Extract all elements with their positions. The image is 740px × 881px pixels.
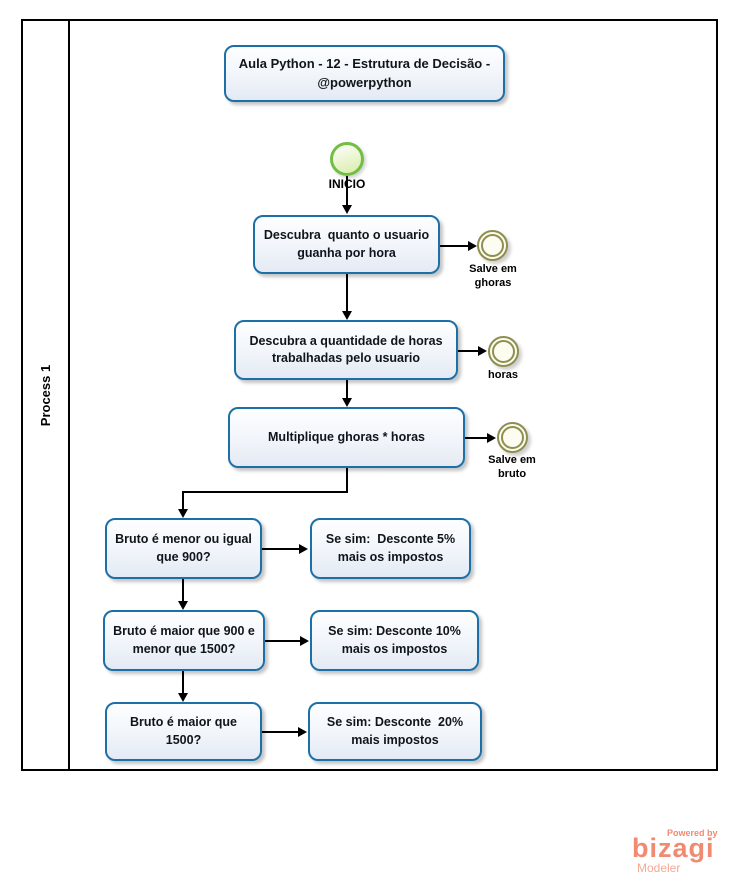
connector [346,380,348,399]
title-annotation: Aula Python - 12 - Estrutura de Decisão … [224,45,505,102]
event-label-save-ghoras: Salve em ghoras [469,263,517,290]
connector [182,491,184,510]
event-inner-ring [501,426,524,449]
connector [346,176,348,207]
bizagi-logo: bizagi [632,833,715,863]
arrowhead-icon [487,433,496,443]
connector [458,350,479,352]
title-annotation-label: Aula Python - 12 - Estrutura de Decisão … [238,56,494,90]
action-desconto-20: Se sim: Desconte 20% mais impostos [308,702,482,761]
task-discover-hours-worked: Descubra a quantidade de horas trabalhad… [234,320,458,380]
task-label: Descubra a quantidade de horas trabalhad… [249,333,447,366]
connector [182,491,347,493]
event-label-horas: horas [488,369,518,381]
arrowhead-icon [178,601,188,610]
connector [262,731,299,733]
event-inner-ring [492,340,515,363]
connector [182,671,184,694]
arrowhead-icon [342,205,352,214]
arrowhead-icon [300,636,309,646]
task-discover-hourly-wage: Descubra quanto o usuario guanha por hor… [253,215,440,274]
action-label: Se sim: Desconte 10% mais os impostos [328,624,465,656]
arrowhead-icon [299,544,308,554]
lane-header: Process 1 [21,19,70,771]
intermediate-event-icon [488,336,519,367]
decision-label: Bruto é maior que 1500? [130,715,241,747]
arrowhead-icon [342,398,352,407]
task-label: Multiplique ghoras * horas [268,429,425,444]
event-inner-ring [481,234,504,257]
action-desconto-5: Se sim: Desconte 5% mais os impostos [310,518,471,579]
arrowhead-icon [468,241,477,251]
arrowhead-icon [178,693,188,702]
arrowhead-icon [478,346,487,356]
action-label: Se sim: Desconte 20% mais impostos [326,715,467,747]
lane-label: Process 1 [38,364,53,426]
arrowhead-icon [178,509,188,518]
start-event-icon [330,142,364,176]
arrowhead-icon [298,727,307,737]
decision-bruto-menor-900: Bruto é menor ou igual que 900? [105,518,262,579]
decision-bruto-maior-1500: Bruto é maior que 1500? [105,702,262,761]
powered-by-text: Powered by [667,828,718,838]
arrowhead-icon [342,311,352,320]
decision-label: Bruto é maior que 900 e menor que 1500? [113,624,259,656]
intermediate-event-icon [477,230,508,261]
connector [465,437,488,439]
connector [346,274,348,312]
intermediate-event-icon [497,422,528,453]
decision-label: Bruto é menor ou igual que 900? [115,532,256,564]
connector [262,548,300,550]
connector [265,640,301,642]
connector [182,579,184,602]
action-label: Se sim: Desconte 5% mais os impostos [325,532,459,564]
task-multiply-ghoras-horas: Multiplique ghoras * horas [228,407,465,468]
decision-bruto-900-1500: Bruto é maior que 900 e menor que 1500? [103,610,265,671]
action-desconto-10: Se sim: Desconte 10% mais os impostos [310,610,479,671]
connector [346,468,348,493]
task-label: Descubra quanto o usuario guanha por hor… [263,228,433,260]
bizagi-modeler-text: Modeler [637,861,681,875]
event-label-save-bruto: Salve em bruto [488,454,536,481]
connector [440,245,469,247]
